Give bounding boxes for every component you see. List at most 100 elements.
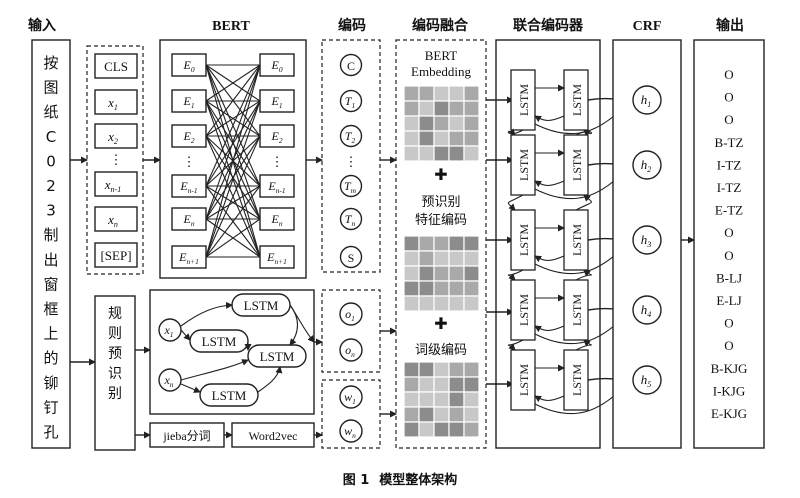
crf-node-label-sub: 2: [647, 165, 651, 174]
output-label: B-KJG: [711, 361, 748, 376]
embedding-in-label-sub: n: [191, 219, 195, 228]
token-xn: [94, 206, 138, 232]
rule-x1-label-sub: 1: [170, 330, 174, 339]
encode-node-label-base: o: [345, 343, 351, 357]
matrix-cell: [448, 250, 465, 267]
embedding-in-label-base: E: [182, 212, 191, 226]
attention-link: [205, 64, 261, 220]
crf-node-label: h3: [641, 232, 652, 249]
matrix-cell: [403, 406, 420, 423]
crf-node: [632, 150, 662, 180]
header-bert: BERT: [212, 19, 250, 34]
attention-link: [205, 64, 261, 187]
joint-lstm-forward: [510, 349, 536, 411]
embedding-in-label: En-1: [179, 179, 197, 195]
rule-char: 规: [108, 306, 122, 322]
joint-lstm-backward: [563, 69, 589, 131]
joint-lstm-backward: [563, 279, 589, 341]
encode-node-label-base: w: [344, 390, 352, 404]
header-encode: 编码: [338, 17, 366, 34]
input-box: [31, 39, 71, 449]
encode-node-label: C: [347, 59, 355, 73]
embedding-in-label: E0: [182, 58, 194, 74]
matrix-cell: [433, 376, 450, 393]
rule-label-box: [94, 295, 136, 451]
rule-lstm-left-label: LSTM: [202, 334, 237, 349]
matrix-cell: [403, 421, 420, 438]
rule-lstm-bottom: [199, 383, 259, 407]
fusion-pre-label-2: 特征编码: [415, 213, 467, 228]
input-char: 窗: [43, 275, 58, 293]
crf-node-label-base: h: [641, 92, 648, 107]
rule-char: 别: [108, 386, 122, 402]
encode-node-label-sub: m: [351, 186, 357, 195]
input-char: 制: [43, 226, 58, 244]
bert-embedding-matrix: [403, 85, 480, 162]
rule-lstm-right-label: LSTM: [260, 349, 295, 364]
input-char: 0: [46, 152, 56, 170]
embedding-out-label-sub: 1: [279, 101, 283, 110]
encode-node-label-sub: 1: [352, 397, 356, 406]
embedding-in-label-sub: 1: [191, 101, 195, 110]
pre-recognition-matrix: [403, 235, 480, 312]
matrix-cell: [448, 361, 465, 378]
matrix-cell: [418, 280, 435, 297]
embedding-in-label-sub: n-1: [188, 186, 198, 195]
embedding-out-box: [259, 245, 295, 269]
embedding-in-box: [171, 207, 207, 231]
jieba-label: jieba分词: [162, 429, 210, 443]
matrix-cell: [463, 295, 480, 312]
matrix-cell: [403, 85, 420, 102]
crf-node: [632, 295, 662, 325]
embedding-out-label-base: E: [266, 250, 275, 264]
matrix-cell: [448, 295, 465, 312]
crf-node: [632, 85, 662, 115]
input-char: 纸: [43, 103, 58, 121]
matrix-cell: [418, 421, 435, 438]
joint-lstm-link: [534, 395, 565, 403]
joint-recurrent-down: [507, 339, 524, 351]
encode-node-label-base: T: [345, 94, 353, 108]
embedding-in-label-base: E: [182, 58, 191, 72]
rule-char: 则: [108, 326, 122, 342]
token-cls: [94, 53, 138, 79]
input-char: 框: [43, 300, 58, 318]
matrix-cell: [403, 235, 420, 252]
rule-lstm-connection: [257, 366, 283, 393]
joint-lstm-backward-label: LSTM: [570, 364, 584, 396]
token-x2-label: x2: [107, 129, 118, 146]
joint-lstm-forward: [510, 69, 536, 131]
header-fusion: 编码融合: [412, 17, 469, 34]
matrix-cell: [403, 376, 420, 393]
embedding-out-box: [259, 124, 295, 148]
crf-node-label-sub: 3: [646, 240, 651, 249]
embedding-out-label: En-1: [267, 179, 285, 195]
matrix-cell: [448, 376, 465, 393]
token-x1-label: x1: [107, 95, 118, 112]
embedding-in-box: [171, 53, 207, 77]
input-char: 出: [43, 251, 58, 269]
embedding-out-label: En+1: [266, 250, 287, 266]
rule-xn-label-sub: n: [170, 380, 174, 389]
embedding-in-label-sub: n+1: [186, 257, 198, 266]
matrix-cell: [418, 250, 435, 267]
embedding-in-box: [171, 89, 207, 113]
embedding-out-label: E2: [270, 129, 282, 145]
encode-node: [339, 207, 363, 231]
rule-lstm-connection: [180, 301, 233, 327]
matrix-cell: [418, 235, 435, 252]
joint-lstm-backward-label: LSTM: [570, 294, 584, 326]
plus-icon-2: ✚: [434, 314, 447, 333]
embedding-out-box: [259, 207, 295, 231]
matrix-cell: [448, 85, 465, 102]
token-dots: ⋮: [110, 152, 123, 167]
crf-node-label: h2: [641, 157, 652, 174]
joint-recurrent-down: [507, 269, 524, 281]
encode-node-label: Tn: [345, 212, 356, 228]
